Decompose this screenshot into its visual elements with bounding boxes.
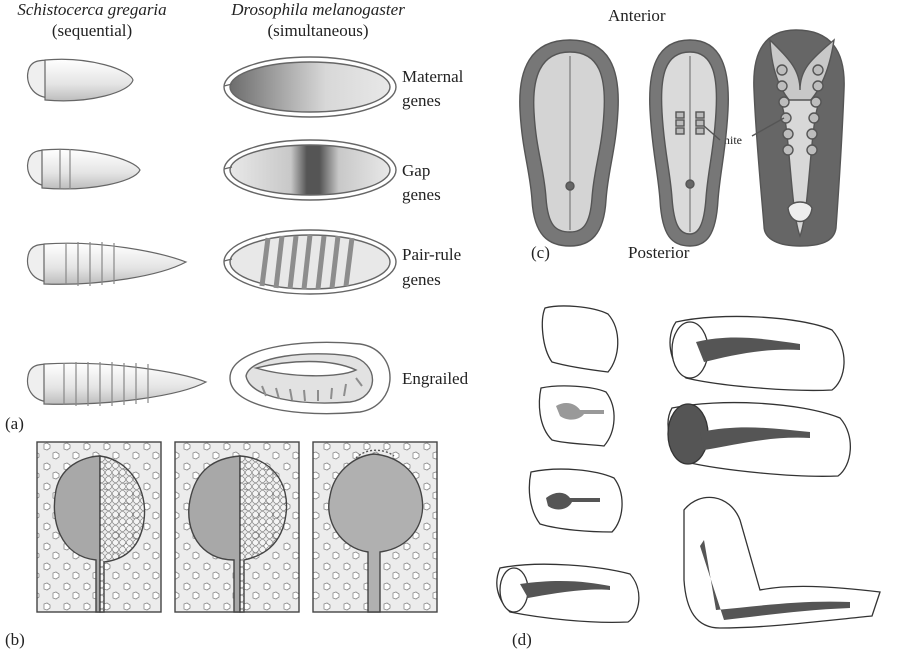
schistocerca-embryo-2 [28,149,140,189]
panel-d-organ-5 [670,316,844,390]
panel-d-organ-4 [497,564,639,622]
panel-d-organ-1 [542,306,617,372]
panel-b-box-2 [175,442,299,612]
panel-b-box-3 [313,442,437,612]
panel-d-organ-7 [684,497,880,628]
vertebrate-embryo-1 [520,40,618,246]
panel-d-organ-3 [529,469,622,532]
schistocerca-embryo-1 [28,59,133,100]
drosophila-maternal [224,57,396,117]
drosophila-pair-rule [224,230,396,294]
drosophila-engrailed [230,342,390,413]
vertebrate-embryo-3 [752,30,844,246]
panel-d-organ-6 [668,403,850,477]
panel-b-box-1 [37,442,161,612]
schistocerca-embryo-3 [28,242,186,286]
vertebrate-embryo-2 [650,40,729,246]
schistocerca-embryo-4 [28,362,206,406]
drosophila-gap [224,140,396,200]
panel-d-organ-2 [539,386,614,446]
